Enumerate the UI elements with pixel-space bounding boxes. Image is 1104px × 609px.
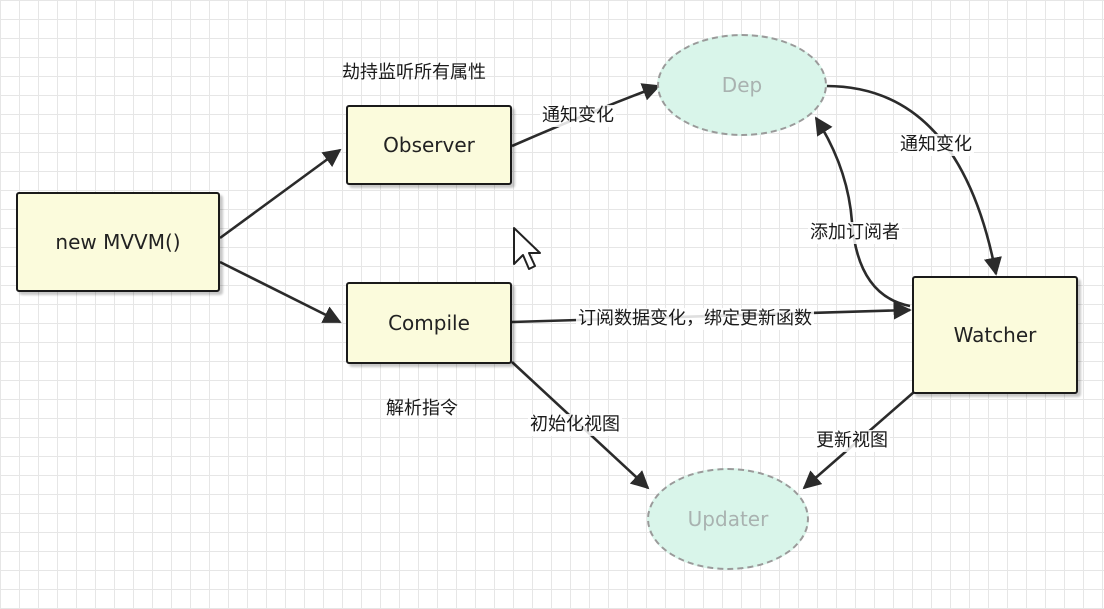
label-observer-to-dep: 通知变化 bbox=[540, 105, 616, 127]
label-watcher-to-updater: 更新视图 bbox=[814, 430, 890, 452]
node-updater-label: Updater bbox=[687, 507, 769, 531]
label-watcher-to-dep: 添加订阅者 bbox=[808, 222, 902, 244]
compile-caption: 解析指令 bbox=[386, 398, 458, 419]
label-compile-to-updater: 初始化视图 bbox=[528, 414, 622, 436]
node-new-mvvm[interactable]: new MVVM() bbox=[16, 192, 220, 292]
label-compile-to-watcher: 订阅数据变化，绑定更新函数 bbox=[576, 308, 814, 330]
node-compile-label: Compile bbox=[388, 311, 470, 335]
node-dep-label: Dep bbox=[721, 73, 763, 97]
node-compile[interactable]: Compile bbox=[346, 282, 512, 364]
node-watcher-label: Watcher bbox=[953, 323, 1037, 347]
node-updater[interactable]: Updater bbox=[647, 468, 809, 570]
arrow-watcher-to-dep bbox=[814, 116, 911, 308]
arrow-dep-to-watcher bbox=[825, 84, 1002, 276]
observer-caption: 劫持监听所有属性 bbox=[342, 62, 486, 83]
node-dep[interactable]: Dep bbox=[657, 34, 827, 136]
node-observer-label: Observer bbox=[383, 133, 475, 157]
node-new-mvvm-label: new MVVM() bbox=[55, 230, 181, 254]
arrow-mvvm-to-observer bbox=[219, 148, 342, 240]
mouse-pointer-icon bbox=[512, 226, 542, 276]
node-watcher[interactable]: Watcher bbox=[912, 276, 1078, 394]
arrow-mvvm-to-compile bbox=[219, 260, 342, 324]
label-dep-to-watcher: 通知变化 bbox=[898, 134, 974, 156]
node-observer[interactable]: Observer bbox=[346, 105, 512, 185]
